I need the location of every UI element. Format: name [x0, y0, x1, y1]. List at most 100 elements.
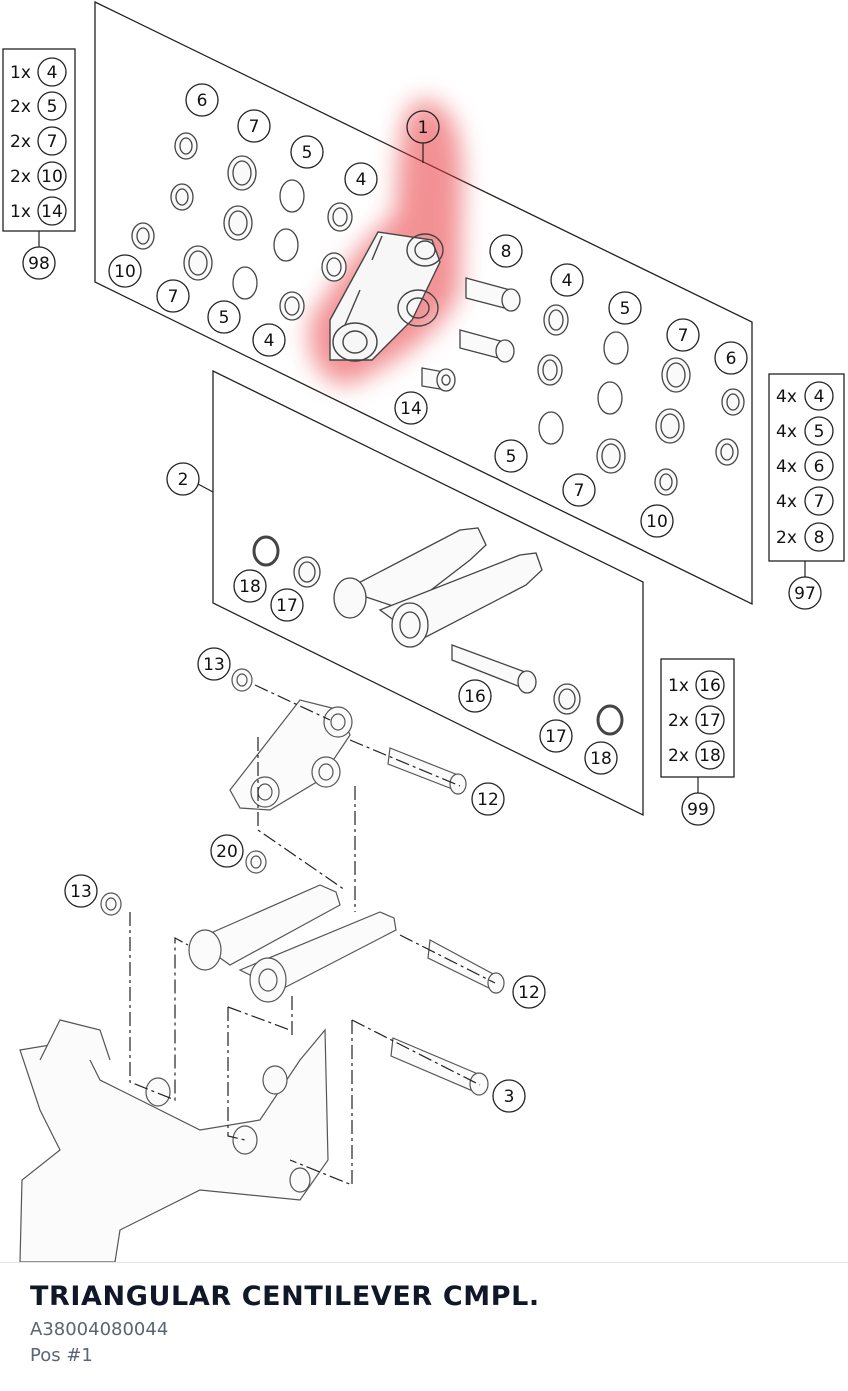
callout-13-lower[interactable]: 13 — [64, 874, 98, 908]
callout-14[interactable]: 14 — [394, 391, 428, 425]
svg-text:13: 13 — [203, 655, 225, 675]
kit-99-box: 1x 16 2x 17 2x 18 — [660, 658, 735, 778]
svg-text:6: 6 — [814, 457, 825, 477]
svg-text:5: 5 — [506, 447, 517, 467]
callout-12-lower[interactable]: 12 — [512, 975, 546, 1009]
svg-text:2: 2 — [178, 470, 189, 490]
svg-text:16: 16 — [699, 676, 721, 696]
svg-text:17: 17 — [545, 727, 567, 747]
svg-text:4x: 4x — [776, 387, 797, 407]
callout-7-upper-left[interactable]: 7 — [237, 109, 271, 143]
callout-18-lower[interactable]: 18 — [584, 741, 618, 775]
callout-18-upper[interactable]: 18 — [233, 569, 267, 603]
leader-lines — [38, 143, 806, 793]
callout-12-upper[interactable]: 12 — [471, 782, 505, 816]
callout-16[interactable]: 16 — [458, 679, 492, 713]
connecting-rod-parts — [252, 527, 624, 736]
exploded-parts-diagram: 1 6 7 5 4 10 7 5 4 8 4 5 7 6 14 5 7 10 2… — [2, 0, 845, 1262]
callout-20[interactable]: 20 — [210, 834, 244, 868]
callout-13-upper[interactable]: 13 — [197, 647, 231, 681]
callout-2[interactable]: 2 — [166, 462, 200, 496]
callout-1[interactable]: 1 — [406, 110, 440, 144]
callout-4-upper-left[interactable]: 4 — [344, 162, 378, 196]
callout-17-lower[interactable]: 17 — [539, 719, 573, 753]
callout-5-lower-right[interactable]: 5 — [494, 439, 528, 473]
callout-5-lower-left[interactable]: 5 — [207, 300, 241, 334]
callout-5-upper-left[interactable]: 5 — [290, 135, 324, 169]
callout-10-lower-right[interactable]: 10 — [640, 504, 674, 538]
part-position: Pos #1 — [30, 1345, 93, 1366]
svg-text:7: 7 — [249, 117, 260, 137]
svg-text:2x: 2x — [10, 97, 31, 117]
callout-6-upper-right[interactable]: 6 — [714, 341, 748, 375]
svg-text:12: 12 — [477, 790, 499, 810]
svg-text:18: 18 — [239, 577, 261, 597]
part-number: A38004080044 — [30, 1319, 169, 1340]
bearing-parts-upper — [131, 132, 745, 496]
callout-7-upper-right[interactable]: 7 — [666, 318, 700, 352]
triangular-linkage-part[interactable] — [329, 231, 444, 362]
svg-text:7: 7 — [678, 326, 689, 346]
callout-3[interactable]: 3 — [492, 1079, 526, 1113]
svg-text:18: 18 — [590, 749, 612, 769]
swingarm-assembly — [19, 668, 505, 1262]
svg-text:4: 4 — [814, 387, 825, 407]
svg-text:4: 4 — [47, 63, 58, 83]
svg-text:5: 5 — [219, 308, 230, 328]
svg-text:4: 4 — [562, 271, 573, 291]
svg-text:7: 7 — [814, 492, 825, 512]
svg-text:2x: 2x — [668, 746, 689, 766]
svg-text:7: 7 — [47, 132, 58, 152]
svg-text:1: 1 — [418, 118, 429, 138]
svg-text:14: 14 — [41, 202, 63, 222]
svg-text:2x: 2x — [668, 711, 689, 731]
svg-text:8: 8 — [814, 528, 825, 548]
svg-text:8: 8 — [501, 242, 512, 262]
bearing-kit-panel-upper — [94, 0, 753, 606]
svg-text:17: 17 — [276, 596, 298, 616]
svg-text:6: 6 — [726, 349, 737, 369]
svg-text:4: 4 — [356, 170, 367, 190]
svg-text:13: 13 — [70, 882, 92, 902]
svg-text:1x: 1x — [10, 63, 31, 83]
svg-text:10: 10 — [646, 512, 668, 532]
svg-text:1x: 1x — [10, 202, 31, 222]
svg-text:97: 97 — [794, 584, 816, 604]
callout-10-upper-left[interactable]: 10 — [108, 254, 142, 288]
svg-text:5: 5 — [620, 299, 631, 319]
kit-98-callout[interactable]: 98 — [22, 246, 56, 280]
svg-text:99: 99 — [687, 800, 709, 820]
callout-4-upper-right[interactable]: 4 — [550, 263, 584, 297]
callout-7-lower-left[interactable]: 7 — [156, 279, 190, 313]
callout-8[interactable]: 8 — [489, 234, 523, 268]
svg-text:2x: 2x — [776, 528, 797, 548]
callout-17-upper[interactable]: 17 — [270, 588, 304, 622]
svg-text:2x: 2x — [10, 167, 31, 187]
svg-text:5: 5 — [814, 422, 825, 442]
svg-text:18: 18 — [699, 746, 721, 766]
part-info-footer: TRIANGULAR CENTILEVER CMPL. A38004080044… — [0, 1262, 848, 1391]
svg-text:4x: 4x — [776, 457, 797, 477]
assembly-guide-lines — [129, 684, 496, 1186]
kit-97-box: 4x 4 4x 5 4x 6 4x 7 2x 8 — [768, 373, 845, 562]
svg-text:6: 6 — [197, 91, 208, 111]
svg-text:10: 10 — [41, 167, 63, 187]
svg-text:17: 17 — [699, 711, 721, 731]
svg-text:2x: 2x — [10, 132, 31, 152]
callout-6-upper-left[interactable]: 6 — [185, 83, 219, 117]
svg-text:5: 5 — [47, 97, 58, 117]
svg-text:98: 98 — [28, 254, 50, 274]
svg-text:7: 7 — [574, 481, 585, 501]
callout-5-upper-right[interactable]: 5 — [608, 291, 642, 325]
kit-97-callout[interactable]: 97 — [788, 576, 822, 610]
svg-text:1x: 1x — [668, 676, 689, 696]
svg-text:16: 16 — [464, 687, 486, 707]
svg-text:4: 4 — [264, 331, 275, 351]
callout-4-lower-left[interactable]: 4 — [252, 323, 286, 357]
kit-99-callout[interactable]: 99 — [681, 792, 715, 826]
svg-text:7: 7 — [168, 287, 179, 307]
part-title: TRIANGULAR CENTILEVER CMPL. — [30, 1281, 540, 1312]
svg-text:4x: 4x — [776, 422, 797, 442]
svg-text:10: 10 — [114, 262, 136, 282]
callout-7-lower-right[interactable]: 7 — [562, 473, 596, 507]
